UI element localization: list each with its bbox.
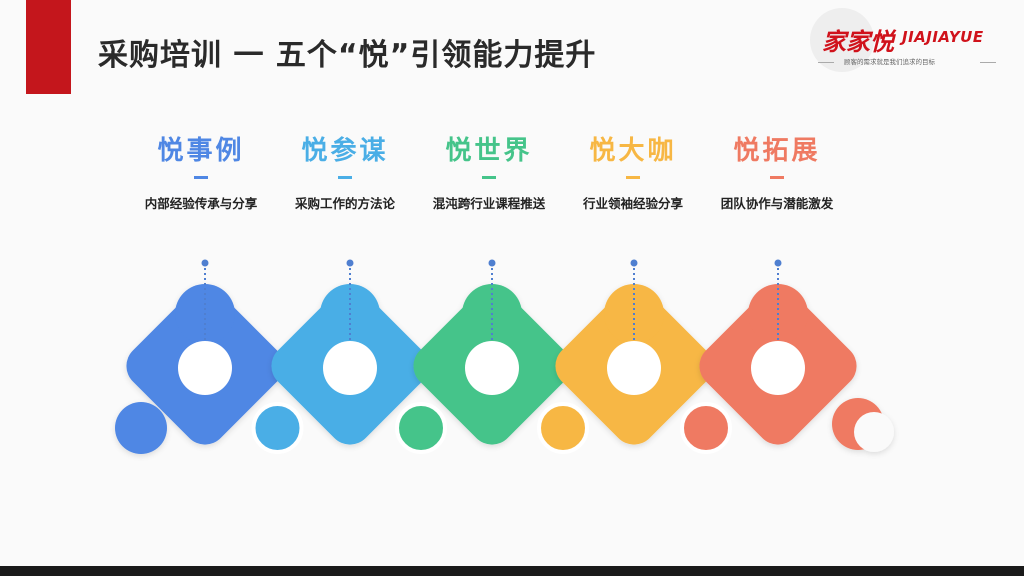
item-title: 悦事例 bbox=[157, 136, 245, 166]
connector-dot bbox=[630, 259, 638, 267]
item-dash bbox=[338, 176, 352, 179]
item-title: 悦世界 bbox=[445, 136, 533, 166]
logo-slogan: 顾客的需求就是我们追求的目标 bbox=[844, 58, 935, 66]
piece-notch bbox=[854, 412, 894, 452]
logo-circle bbox=[810, 8, 874, 72]
item-title: 悦参谋 bbox=[301, 136, 389, 166]
connector-dot bbox=[488, 259, 496, 267]
piece-hole bbox=[178, 341, 232, 395]
item-desc: 内部经验传承与分享 bbox=[144, 196, 258, 211]
piece-joint bbox=[680, 402, 732, 454]
item-canmou: 悦参谋 采购工作的方法论 bbox=[270, 134, 420, 216]
piece-hole bbox=[607, 341, 661, 395]
item-desc: 采购工作的方法论 bbox=[294, 196, 395, 211]
page-title: 采购培训 一 五个“悦”引领能力提升 bbox=[98, 38, 597, 73]
puzzle-piece-daka bbox=[555, 284, 713, 445]
puzzle-piece-shijie bbox=[413, 284, 571, 445]
item-desc: 团队协作与潜能激发 bbox=[720, 196, 834, 211]
logo-name-en: JIAJIAYUE bbox=[902, 28, 984, 46]
connector-dot bbox=[774, 259, 782, 267]
item-dash bbox=[626, 176, 640, 179]
company-logo: 家家悦 JIAJIAYUE 顾客的需求就是我们追求的目标 bbox=[808, 8, 1008, 78]
piece-hole bbox=[751, 341, 805, 395]
connector-dot bbox=[201, 259, 209, 267]
puzzle-piece-shili bbox=[115, 284, 284, 454]
item-tuozhan: 悦拓展 团队协作与潜能激发 bbox=[702, 134, 852, 216]
item-shili: 悦事例 内部经验传承与分享 bbox=[126, 134, 276, 216]
item-dash bbox=[194, 176, 208, 179]
piece-hole bbox=[465, 341, 519, 395]
logo-name-cn: 家家悦 bbox=[822, 28, 894, 56]
bottom-strip bbox=[0, 566, 1024, 576]
item-dash bbox=[482, 176, 496, 179]
accent-bar bbox=[26, 0, 71, 94]
item-desc: 混沌跨行业课程推送 bbox=[432, 196, 546, 211]
connector-dot bbox=[346, 259, 354, 267]
logo-line-left bbox=[818, 62, 834, 63]
item-desc: 行业领袖经验分享 bbox=[582, 196, 683, 211]
piece-joint bbox=[395, 402, 447, 454]
item-title: 悦拓展 bbox=[733, 136, 821, 166]
piece-joint bbox=[537, 402, 589, 454]
item-title: 悦大咖 bbox=[589, 136, 677, 166]
logo-line-right bbox=[980, 62, 996, 63]
item-daka: 悦大咖 行业领袖经验分享 bbox=[558, 134, 708, 216]
piece-knob bbox=[115, 402, 167, 454]
piece-joint bbox=[251, 402, 304, 454]
piece-hole bbox=[323, 341, 377, 395]
item-shijie: 悦世界 混沌跨行业课程推送 bbox=[414, 134, 564, 216]
puzzle-piece-tuozhan bbox=[699, 284, 894, 452]
item-dash bbox=[770, 176, 784, 179]
